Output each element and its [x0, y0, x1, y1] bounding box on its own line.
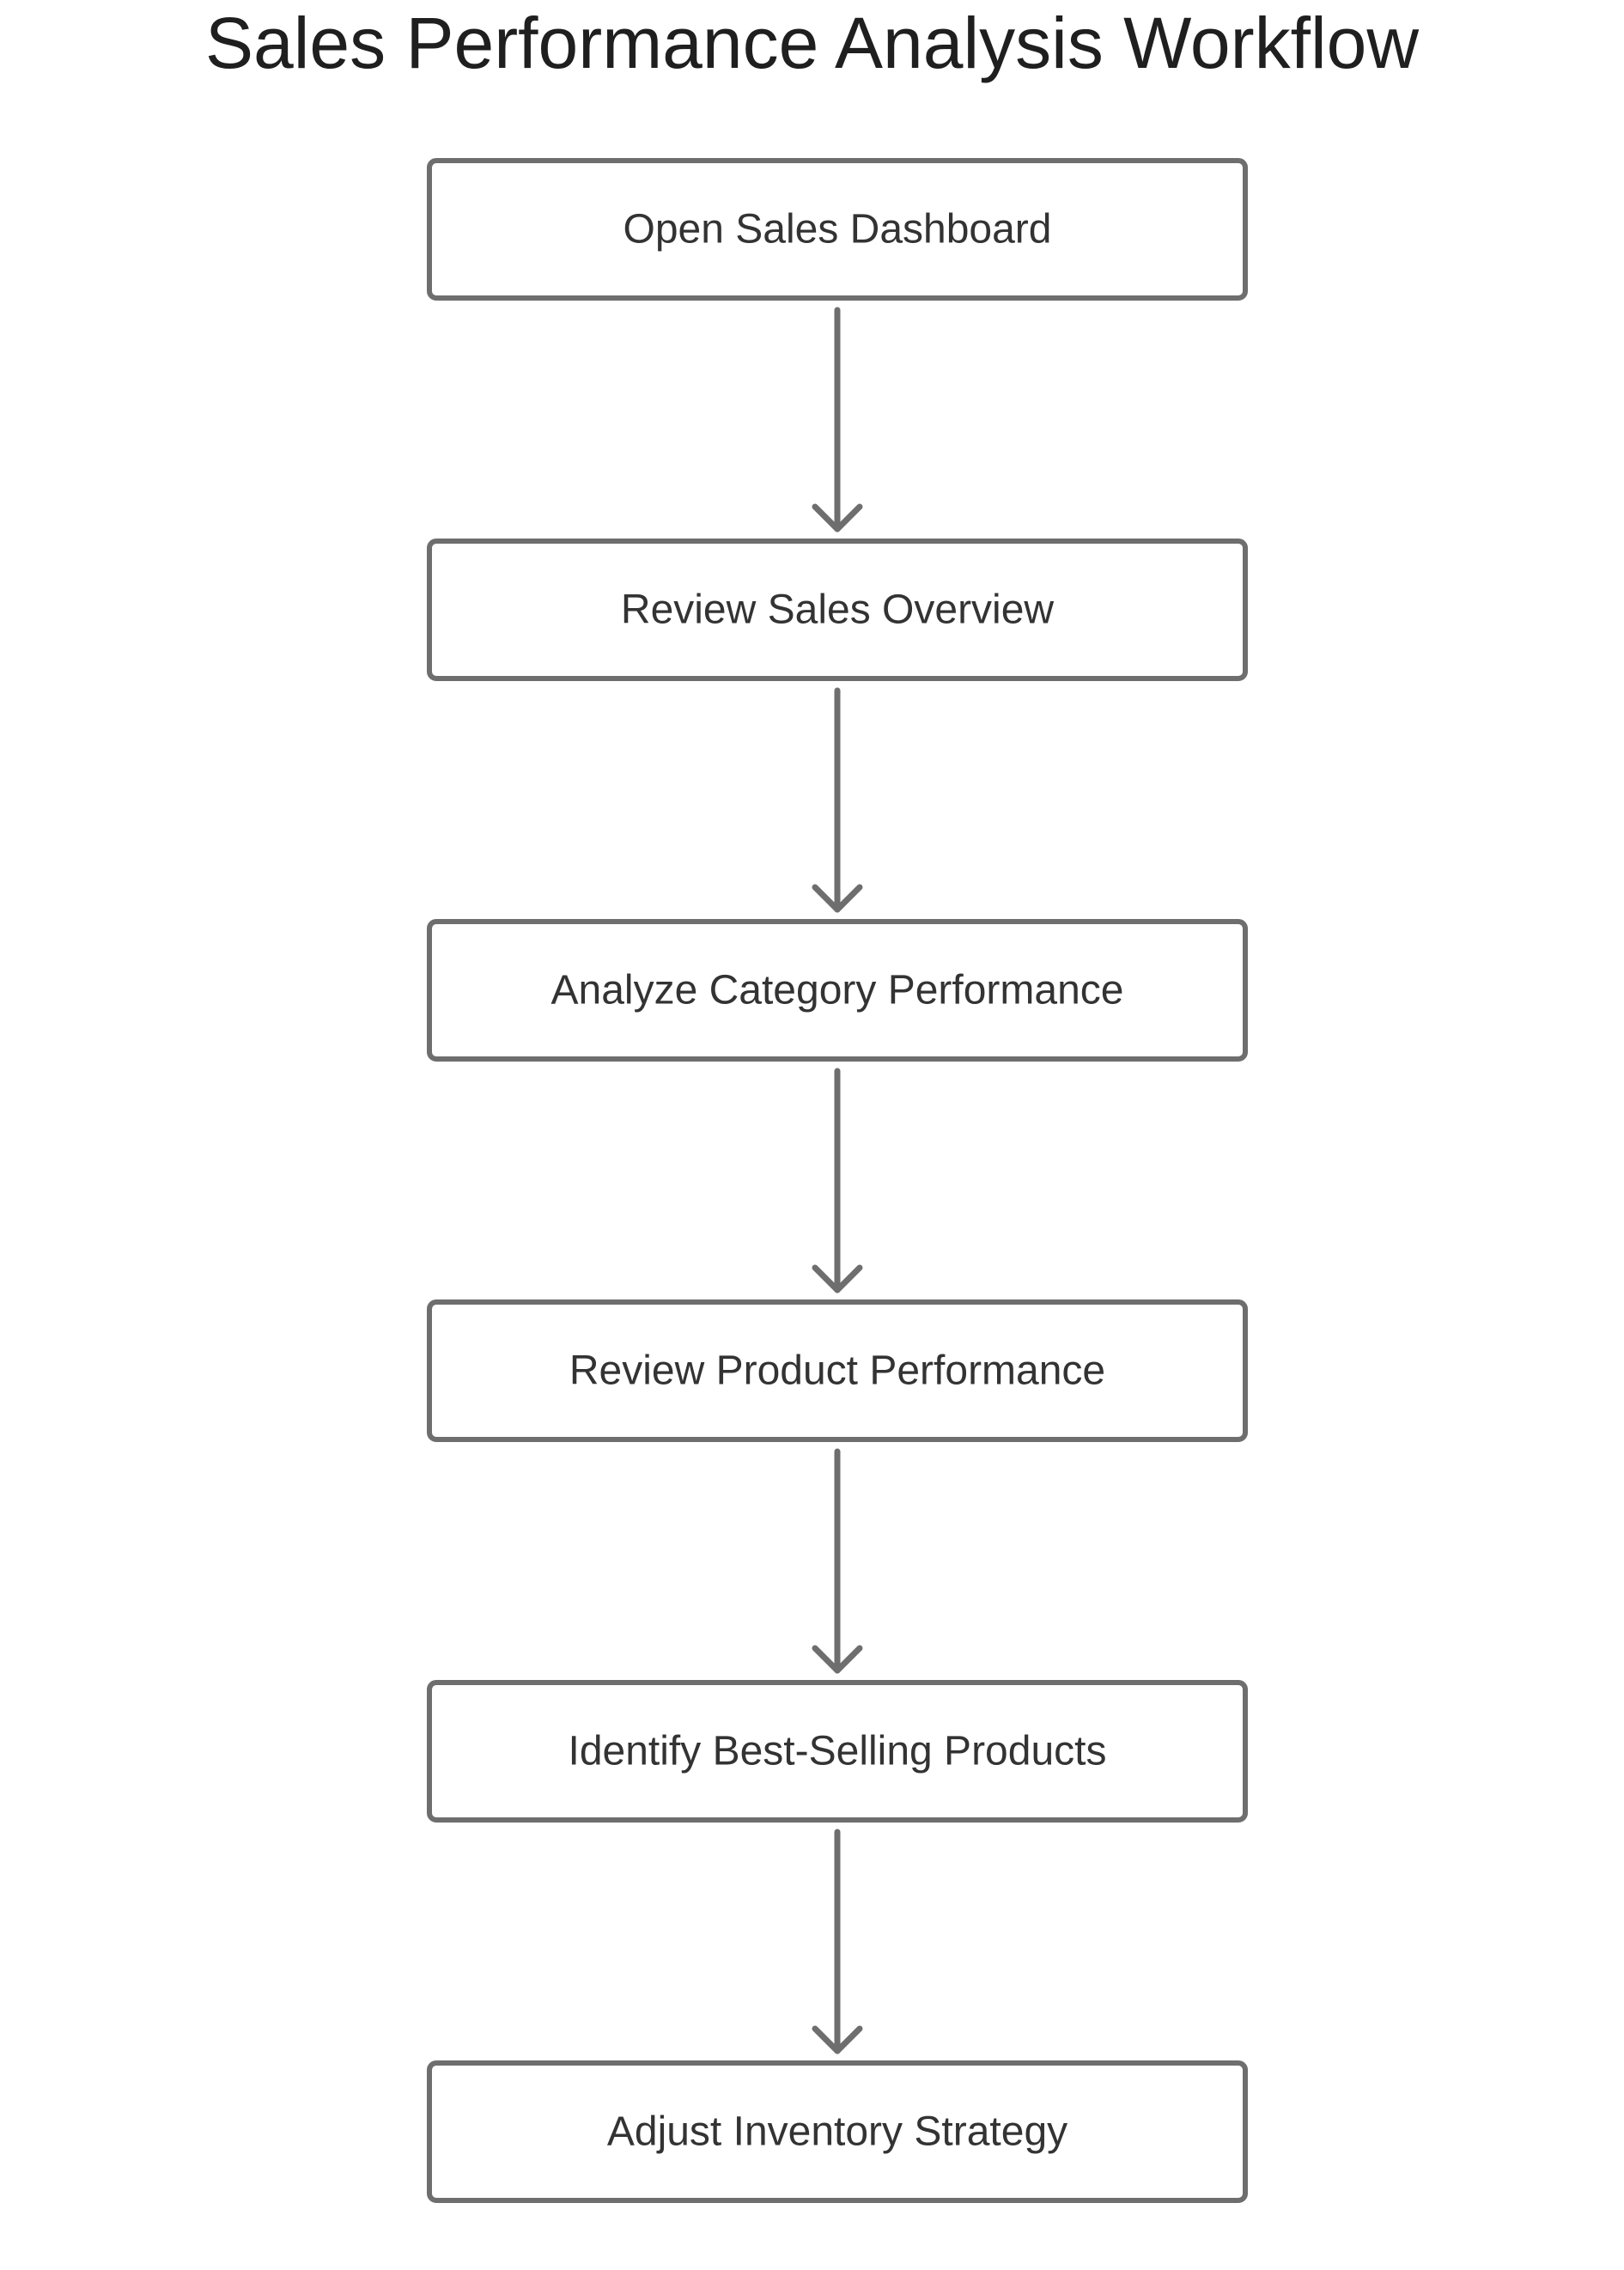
- flow-step: Analyze Category Performance: [427, 919, 1248, 1062]
- step-box: [427, 919, 1248, 1062]
- flow-arrow: [812, 687, 863, 913]
- arrow-head-icon: [812, 503, 863, 533]
- step-label: Analyze Category Performance: [551, 968, 1124, 1013]
- step-box: [427, 1299, 1248, 1442]
- step-box: [427, 539, 1248, 681]
- flow-step: Review Product Performance: [427, 1299, 1248, 1442]
- flow-arrow: [812, 1448, 863, 1674]
- step-label: Review Product Performance: [569, 1348, 1105, 1394]
- arrow-head-icon: [812, 1264, 863, 1293]
- step-label: Review Sales Overview: [621, 587, 1055, 633]
- flow-arrow: [812, 1829, 863, 2054]
- step-box: [427, 158, 1248, 301]
- arrow-head-icon: [812, 2025, 863, 2054]
- flow-step: Review Sales Overview: [427, 539, 1248, 681]
- flow-step: Adjust Inventory Strategy: [427, 2060, 1248, 2203]
- flow-arrow: [812, 307, 863, 533]
- step-label: Adjust Inventory Strategy: [607, 2109, 1067, 2155]
- arrow-head-icon: [812, 1645, 863, 1674]
- step-label: Open Sales Dashboard: [623, 207, 1052, 253]
- flow-step: Identify Best-Selling Products: [427, 1680, 1248, 1823]
- step-label: Identify Best-Selling Products: [569, 1729, 1107, 1774]
- diagram-title: Sales Performance Analysis Workflow: [205, 3, 1419, 83]
- arrow-head-icon: [812, 884, 863, 913]
- flow-arrow: [812, 1068, 863, 1293]
- flow-step: Open Sales Dashboard: [427, 158, 1248, 301]
- flow-connectors: [812, 307, 863, 2054]
- step-box: [427, 2060, 1248, 2203]
- step-box: [427, 1680, 1248, 1823]
